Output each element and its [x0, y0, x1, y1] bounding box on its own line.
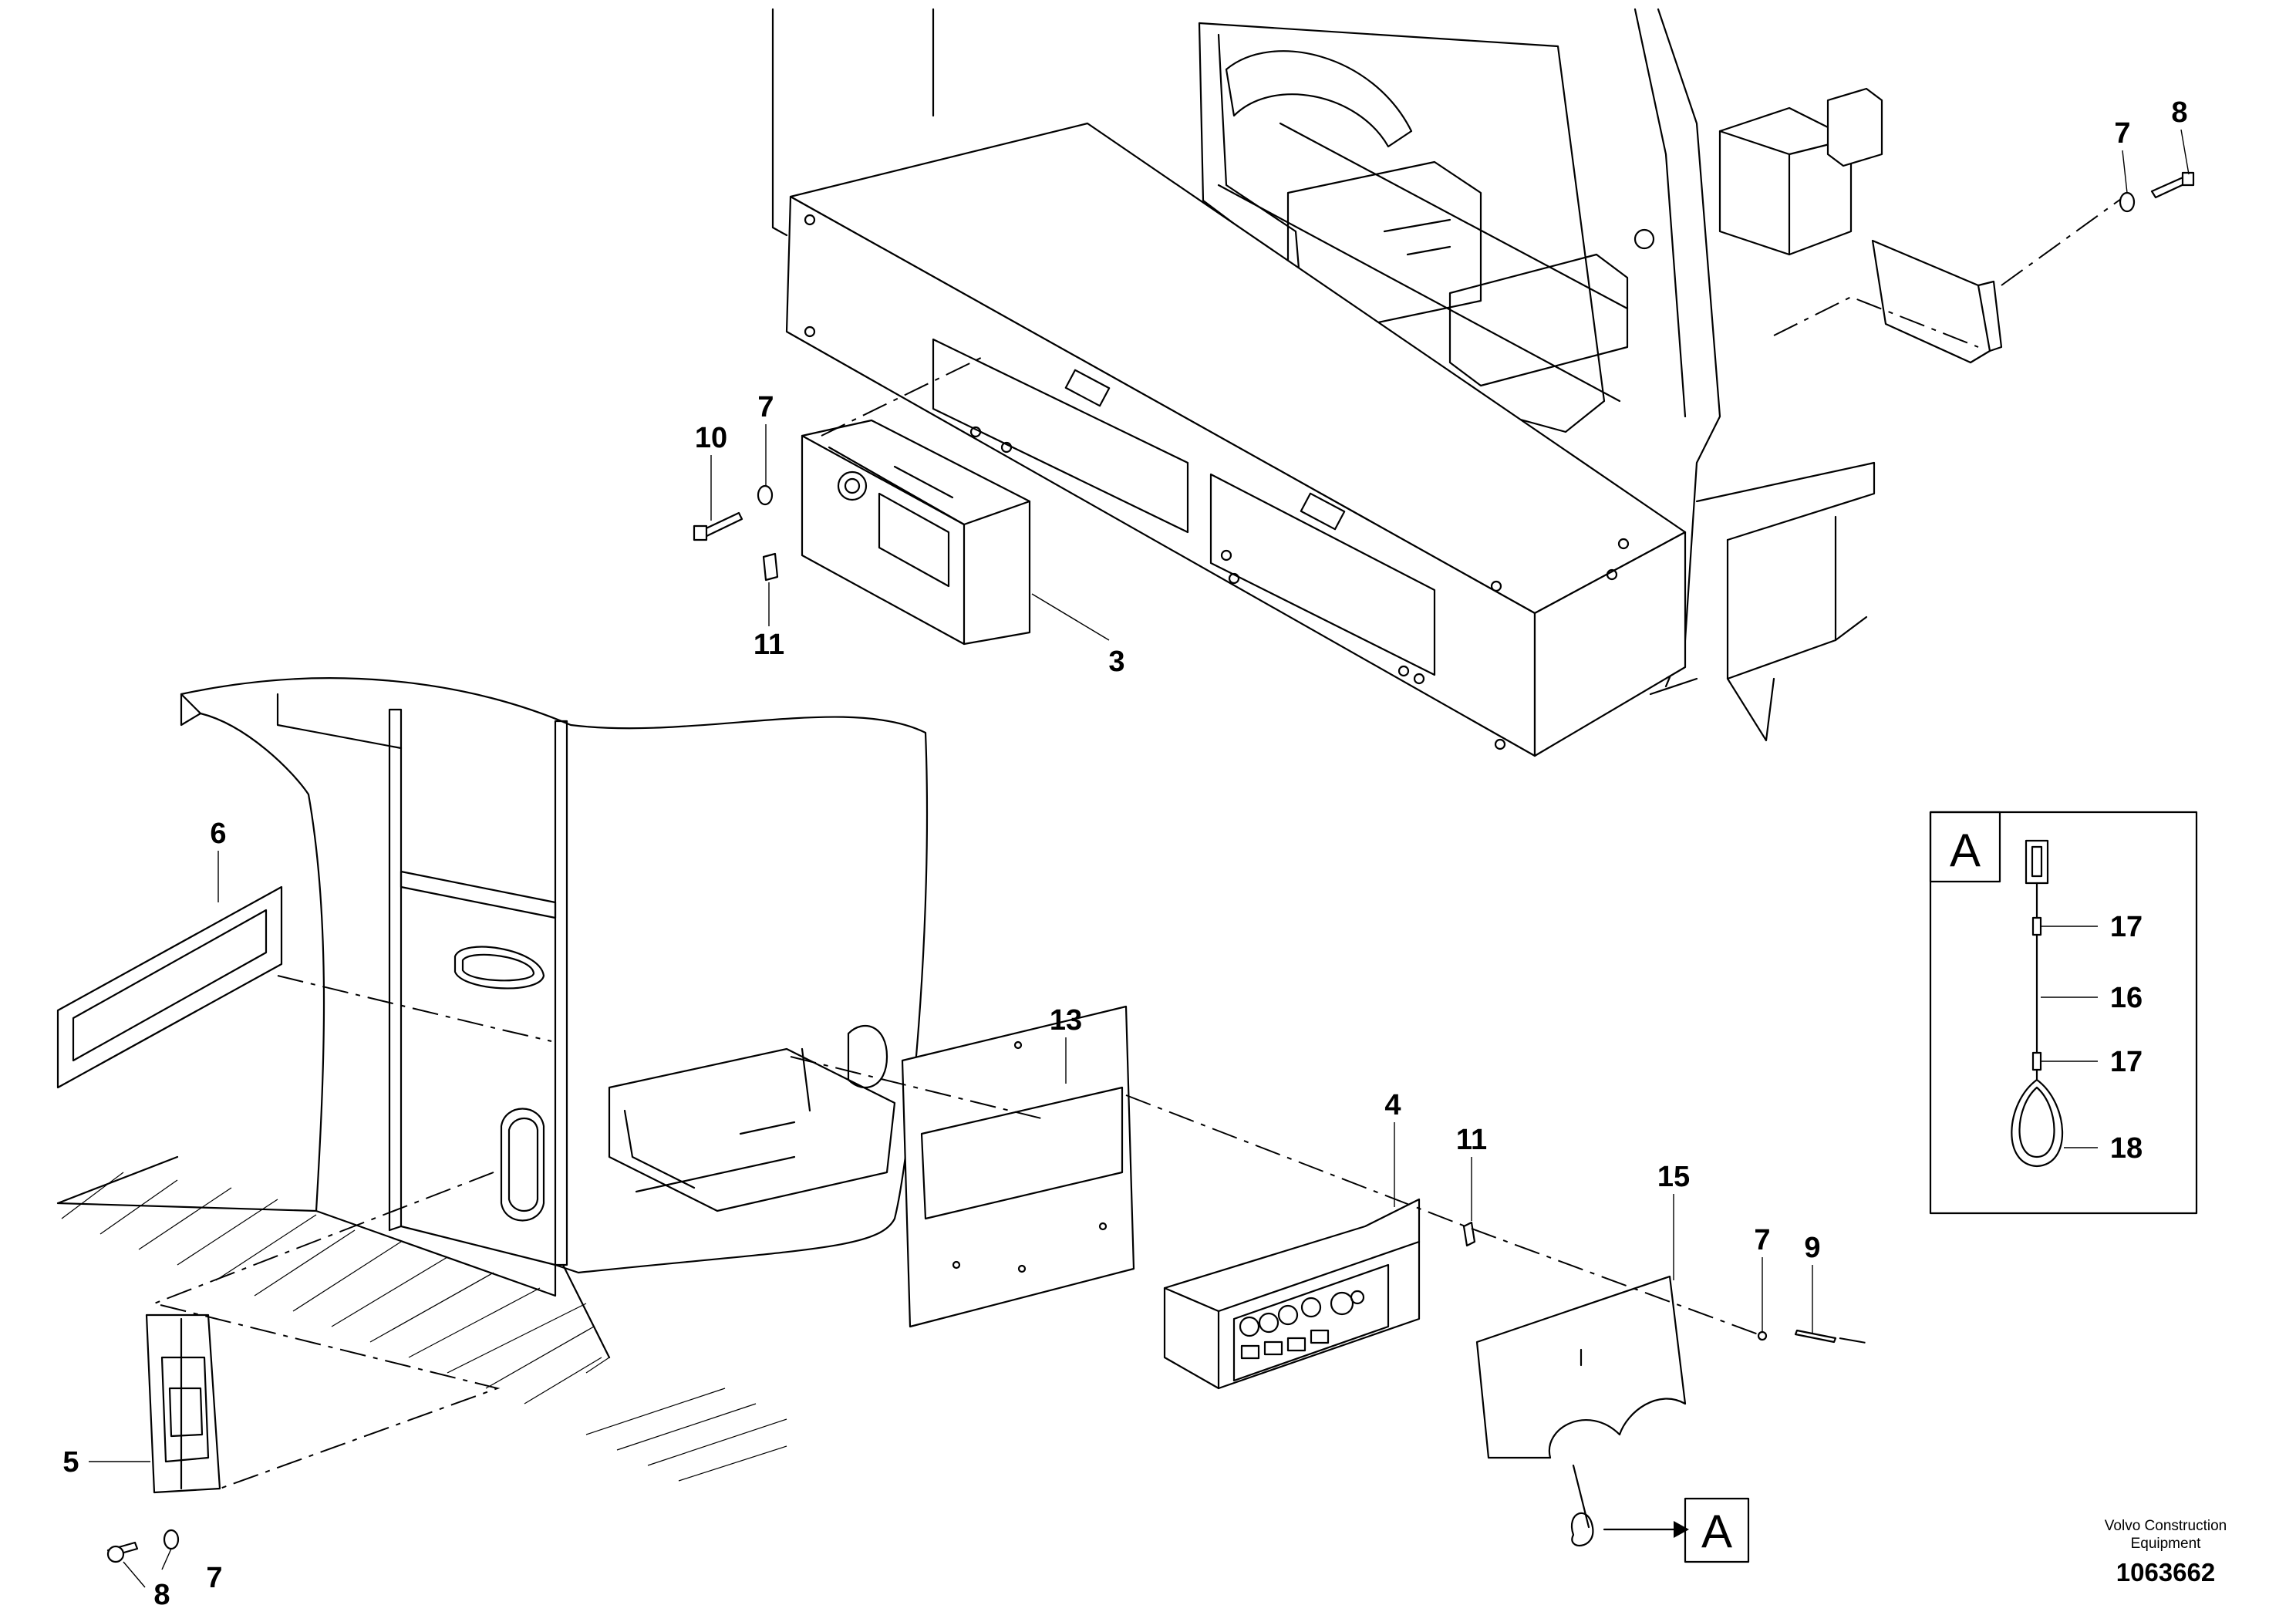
callout-18: 18	[2110, 1132, 2143, 1165]
callout-16: 16	[2110, 982, 2143, 1014]
detail-view-a: A	[1929, 811, 2198, 1215]
callout-8-bottom: 8	[153, 1579, 170, 1611]
fasteners	[106, 171, 2195, 1563]
callout-7-mid: 7	[757, 391, 774, 423]
part-15-cover	[1475, 1275, 1687, 1546]
callout-7-top: 7	[2114, 117, 2130, 150]
floor-hatching	[56, 1155, 787, 1482]
callout-3: 3	[1108, 646, 1124, 678]
callout-labels: 3 4 5 6 7 7 7 7 8 8 9 10 11 11 13 15 16 …	[62, 96, 2187, 1611]
part-13-cover-plate	[901, 1005, 1135, 1328]
assembly-lines	[151, 198, 2122, 1489]
callout-10: 10	[695, 422, 727, 454]
callout-15: 15	[1657, 1161, 1690, 1193]
callout-6: 6	[210, 818, 226, 850]
callout-7-bottom: 7	[206, 1562, 222, 1594]
lanyard-cable	[2011, 839, 2064, 1168]
document-number: 1063662	[2116, 1558, 2215, 1587]
brand-line-2: Equipment	[2131, 1536, 2202, 1552]
callout-17-upper: 17	[2110, 911, 2143, 943]
callout-5: 5	[62, 1446, 79, 1479]
callout-8-top: 8	[2171, 96, 2187, 129]
detail-view-label: A	[1950, 824, 1981, 876]
callout-7-lower: 7	[1754, 1224, 1770, 1256]
brand-line-1: Volvo Construction	[2105, 1518, 2227, 1534]
leader-lines	[89, 129, 2190, 1588]
part-3-switch-panel	[801, 419, 1031, 646]
detail-pointer-label: A	[1701, 1506, 1732, 1557]
part-6-frame-gasket	[56, 885, 283, 1089]
part-5-control-module	[145, 1313, 221, 1494]
console-box	[785, 122, 1687, 757]
callout-4: 4	[1384, 1089, 1401, 1121]
callout-9: 9	[1804, 1232, 1820, 1264]
footer: Volvo Construction Equipment 1063662	[2105, 1518, 2227, 1587]
callout-13: 13	[1050, 1004, 1082, 1037]
callout-11-lower: 11	[1456, 1124, 1487, 1156]
callout-17-lower: 17	[2110, 1046, 2143, 1078]
part-4-switch-panel	[1163, 1198, 1421, 1390]
detail-pointer-a: A	[1603, 1497, 1750, 1563]
lower-cab-panel	[180, 677, 929, 1297]
callout-11-upper: 11	[754, 629, 784, 661]
